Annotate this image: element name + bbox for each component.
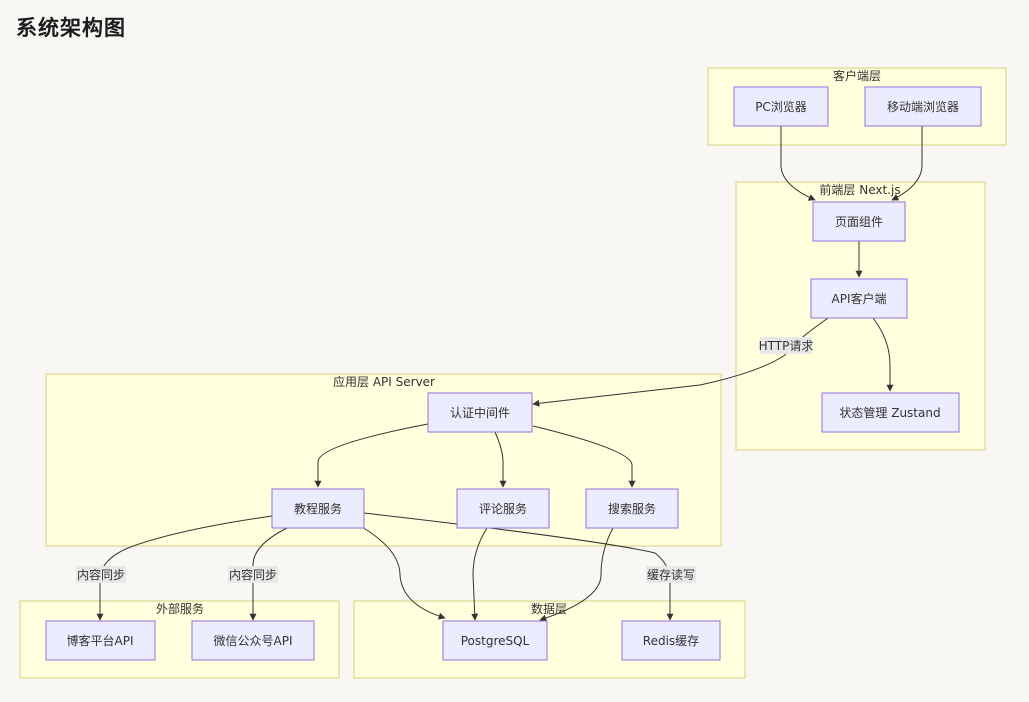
edge-label-content-sync-2: 内容同步 xyxy=(228,566,278,583)
node-state-management[interactable]: 状态管理 Zustand xyxy=(821,392,960,433)
edge-label-content-sync-1: 内容同步 xyxy=(76,566,126,583)
node-wechat-api[interactable]: 微信公众号API xyxy=(191,620,315,661)
node-blog-api[interactable]: 博客平台API xyxy=(45,620,156,661)
page-title: 系统架构图 xyxy=(16,16,126,40)
edge-comment-to-postgres xyxy=(471,527,488,621)
edge-mobile-to-page xyxy=(891,126,923,201)
svg-text:教程服务: 教程服务 xyxy=(294,501,342,516)
node-postgresql[interactable]: PostgreSQL xyxy=(442,620,548,661)
edge-label-cache-rw: 缓存读写 xyxy=(646,566,696,583)
node-auth-middleware[interactable]: 认证中间件 xyxy=(427,392,533,433)
svg-text:页面组件: 页面组件 xyxy=(835,215,883,229)
edge-pc-to-page xyxy=(780,126,816,201)
cluster-app-label: 应用层 API Server xyxy=(333,374,435,389)
svg-text:内容同步: 内容同步 xyxy=(77,567,125,582)
svg-text:PostgreSQL: PostgreSQL xyxy=(461,634,530,648)
edge-tutorial-to-postgres xyxy=(361,526,446,620)
node-api-client[interactable]: API客户端 xyxy=(810,278,908,319)
svg-text:移动端浏览器: 移动端浏览器 xyxy=(887,99,959,114)
node-tutorial-service[interactable]: 教程服务 xyxy=(271,488,365,529)
cluster-client-label: 客户端层 xyxy=(833,68,881,83)
edge-search-to-postgres xyxy=(539,527,614,622)
svg-text:HTTP请求: HTTP请求 xyxy=(759,339,814,353)
svg-text:认证中间件: 认证中间件 xyxy=(450,405,510,420)
cluster-external-label: 外部服务 xyxy=(156,601,204,616)
svg-text:状态管理 Zustand: 状态管理 Zustand xyxy=(839,405,940,420)
cluster-data-label: 数据层 xyxy=(531,601,567,616)
edge-auth-to-tutorial xyxy=(314,423,429,488)
svg-text:评论服务: 评论服务 xyxy=(479,501,527,516)
node-pc-browser[interactable]: PC浏览器 xyxy=(733,86,829,127)
svg-text:内容同步: 内容同步 xyxy=(229,567,277,582)
node-comment-service[interactable]: 评论服务 xyxy=(456,488,550,529)
edge-auth-to-comment xyxy=(494,431,507,488)
node-mobile-browser[interactable]: 移动端浏览器 xyxy=(864,86,982,127)
cluster-frontend-label: 前端层 Next.js xyxy=(819,182,900,197)
svg-text:博客平台API: 博客平台API xyxy=(67,633,134,648)
edge-apiclient-to-auth xyxy=(532,317,829,407)
edge-tutorial-to-wechat xyxy=(249,527,288,621)
svg-text:缓存读写: 缓存读写 xyxy=(647,568,695,582)
svg-text:API客户端: API客户端 xyxy=(832,291,887,306)
node-redis-cache[interactable]: Redis缓存 xyxy=(621,620,721,661)
svg-text:搜索服务: 搜索服务 xyxy=(608,501,656,516)
svg-text:微信公众号API: 微信公众号API xyxy=(214,634,293,648)
svg-text:PC浏览器: PC浏览器 xyxy=(755,99,807,114)
edge-label-http-request: HTTP请求 xyxy=(759,337,814,354)
edge-auth-to-search xyxy=(532,425,636,488)
svg-text:Redis缓存: Redis缓存 xyxy=(643,634,699,648)
node-page-components[interactable]: 页面组件 xyxy=(812,201,906,242)
edge-apiclient-to-state xyxy=(872,317,894,392)
node-search-service[interactable]: 搜索服务 xyxy=(585,488,679,529)
